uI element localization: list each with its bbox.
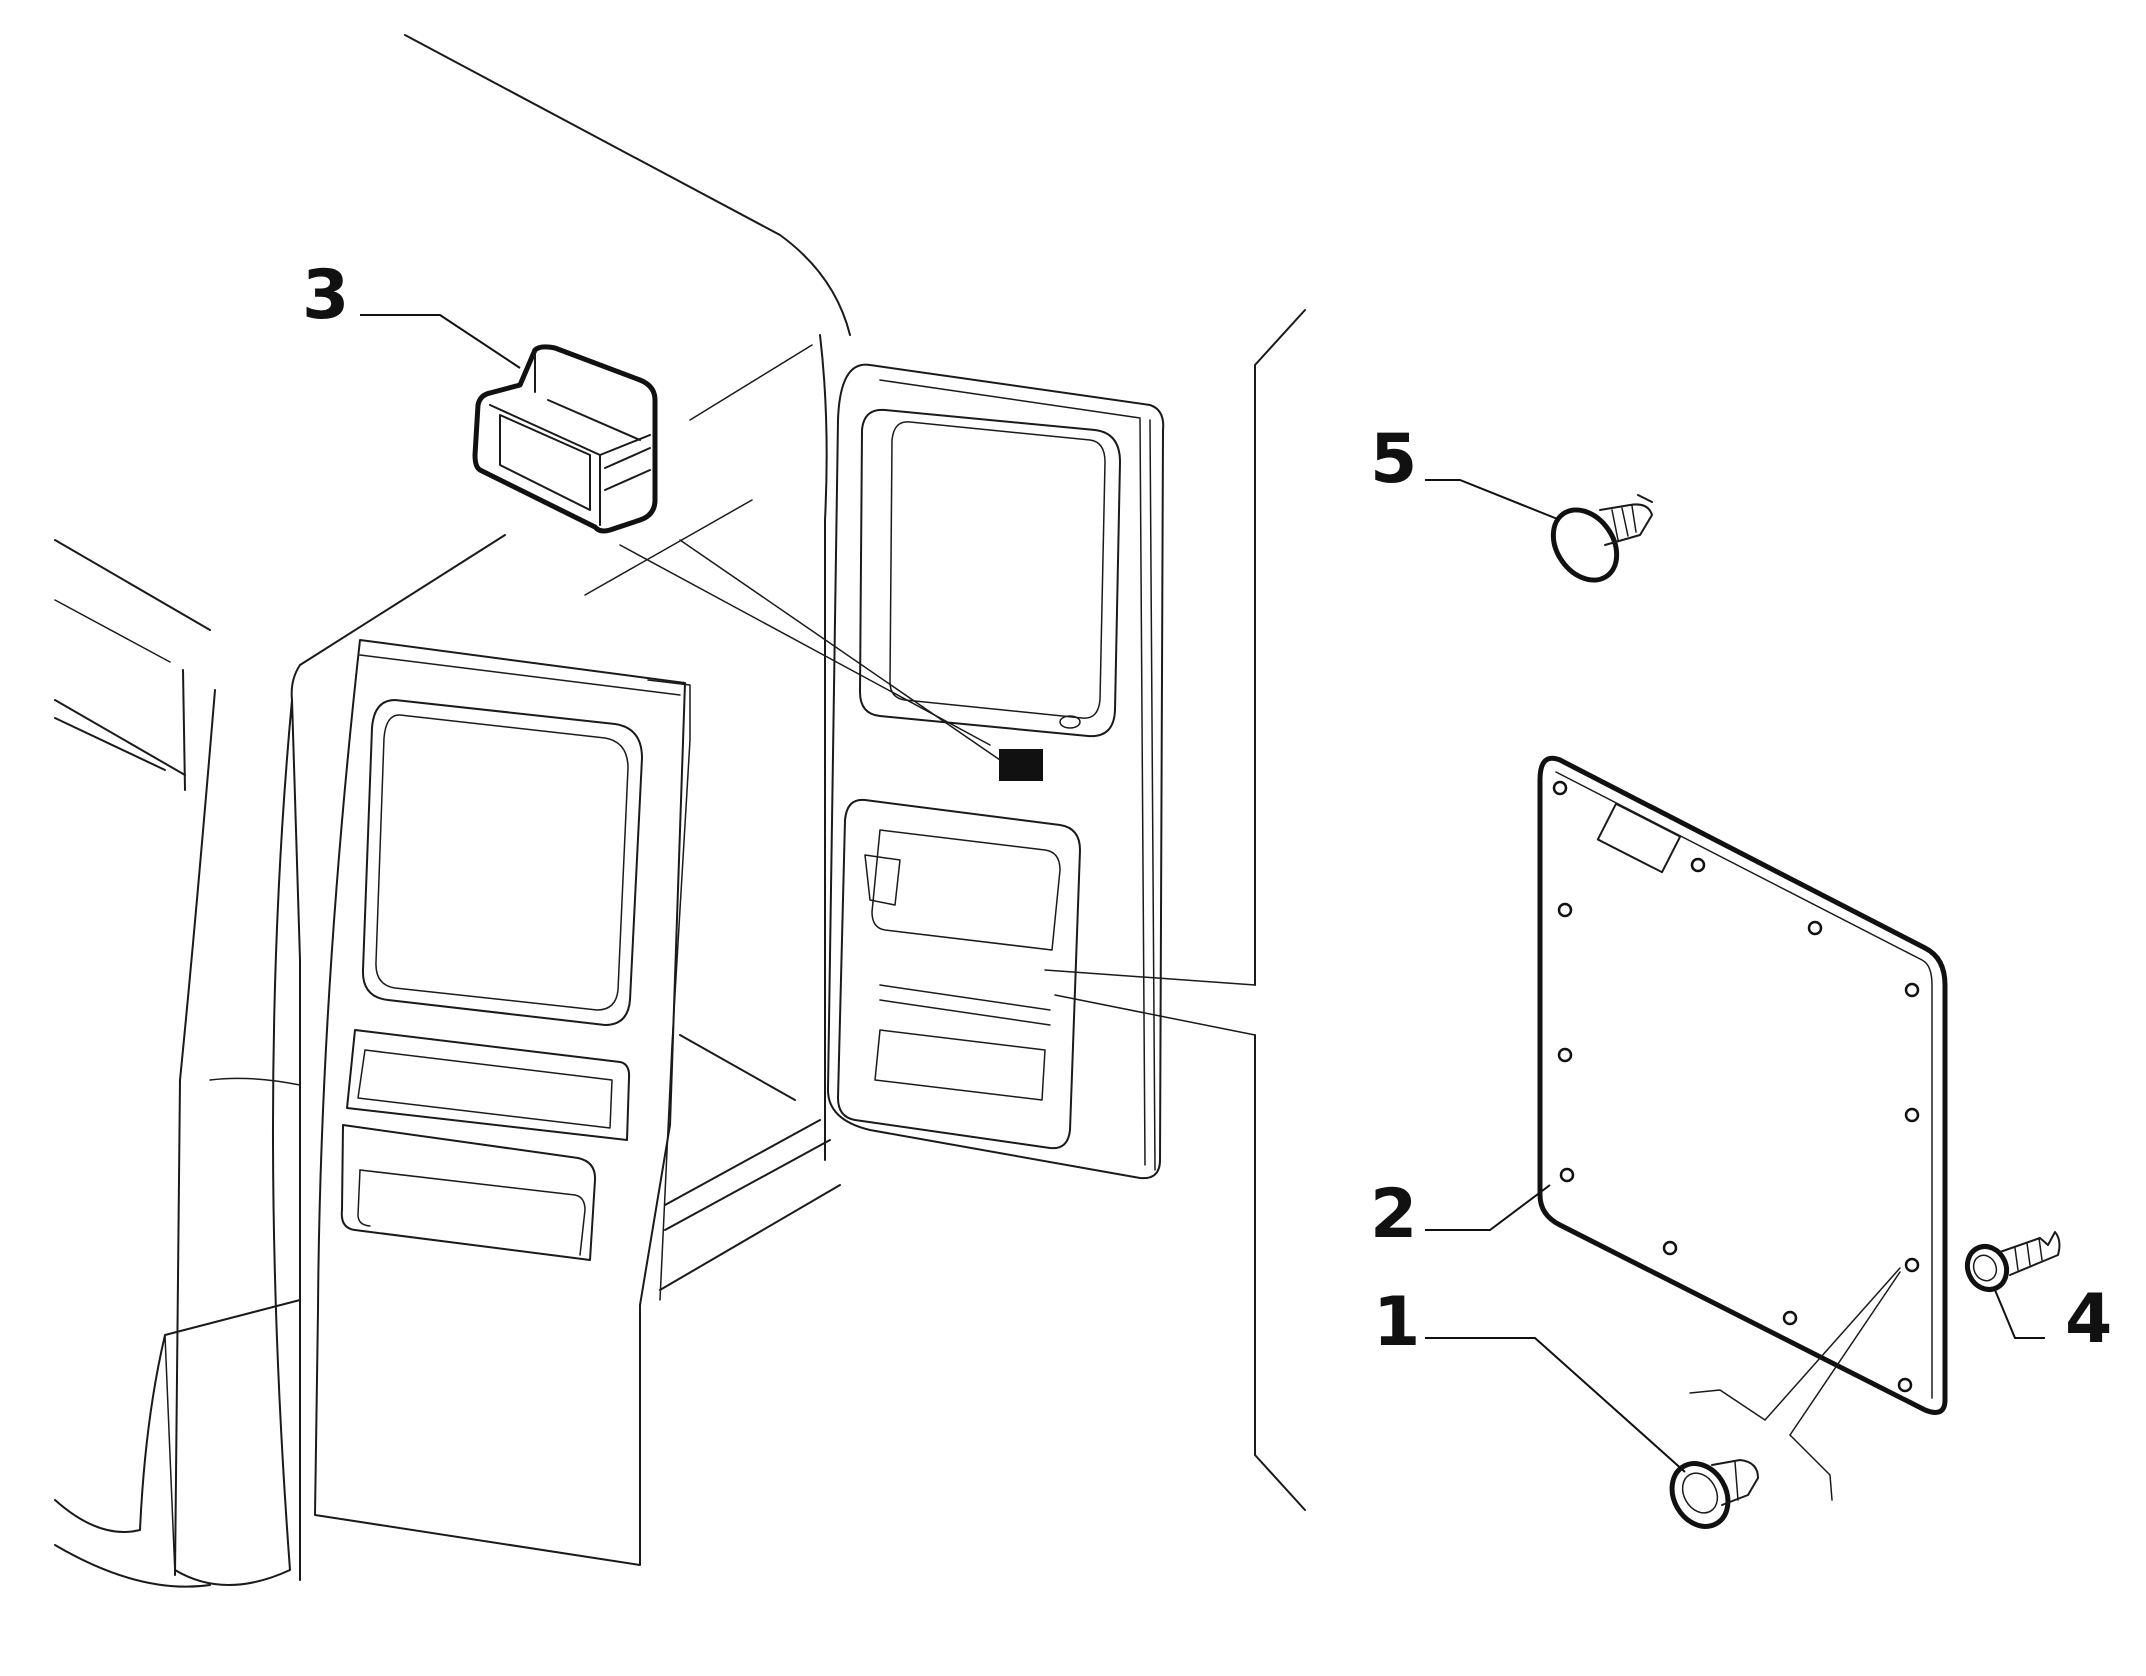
leader-lines xyxy=(360,314,2045,1473)
callout-1: 1 xyxy=(1373,1283,1420,1362)
part-3-bracket xyxy=(472,344,1001,761)
leader-1 xyxy=(1425,1337,1686,1473)
leader-2 xyxy=(1425,1184,1551,1231)
right-rear-door xyxy=(827,363,1165,1180)
callout-4: 4 xyxy=(2065,1280,2112,1359)
leader-4 xyxy=(1994,1289,2045,1339)
leader-5 xyxy=(1425,479,1561,521)
part-4-screw xyxy=(1964,1231,2061,1292)
callout-2: 2 xyxy=(1370,1175,1417,1254)
wall-section xyxy=(1044,309,1306,1511)
leader-3 xyxy=(360,314,521,369)
callout-5: 5 xyxy=(1370,420,1417,499)
left-rear-door xyxy=(314,639,691,1566)
van-body xyxy=(54,34,851,1588)
part-5-clip xyxy=(1550,494,1653,583)
part-2-trim-panel xyxy=(1537,755,1948,1415)
part-1-fastener xyxy=(1669,1267,1901,1529)
callout-3: 3 xyxy=(302,256,349,335)
callout-labels: 3 5 2 1 4 xyxy=(302,256,2112,1362)
